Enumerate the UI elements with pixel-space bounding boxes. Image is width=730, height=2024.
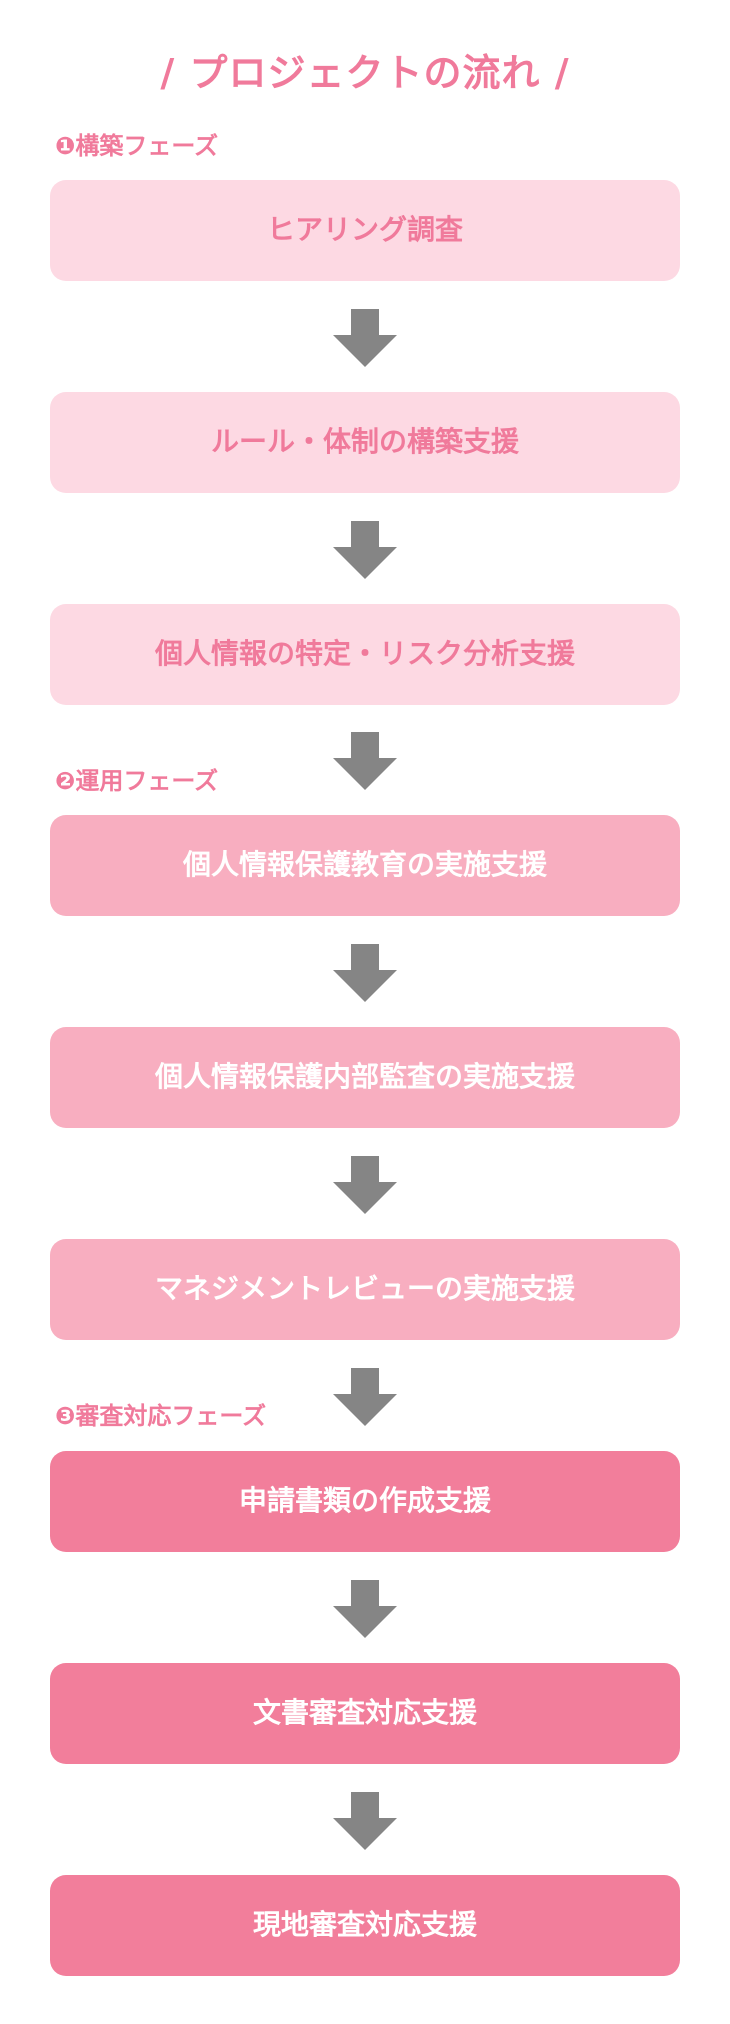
step-box: 個人情報保護教育の実施支援 <box>50 815 680 916</box>
down-arrow-icon <box>333 309 397 367</box>
phase-label-audit: ❸審査対応フェーズ <box>55 1402 267 1430</box>
step-box: 個人情報の特定・リスク分析支援 <box>50 604 680 705</box>
step-box: ルール・体制の構築支援 <box>50 392 680 493</box>
step-box: 個人情報保護内部監査の実施支援 <box>50 1027 680 1128</box>
phase-label-operation: ❷運用フェーズ <box>55 767 219 795</box>
step-box: 申請書類の作成支援 <box>50 1451 680 1552</box>
step-box: マネジメントレビューの実施支援 <box>50 1239 680 1340</box>
step-box: 現地審査対応支援 <box>50 1875 680 1976</box>
step-box: 文書審査対応支援 <box>50 1663 680 1764</box>
down-arrow-icon <box>333 1368 397 1426</box>
phase-label-build: ❶構築フェーズ <box>55 132 219 160</box>
flow-title: / プロジェクトの流れ / <box>160 51 570 95</box>
down-arrow-icon <box>333 521 397 579</box>
down-arrow-icon <box>333 944 397 1002</box>
down-arrow-icon <box>333 1792 397 1850</box>
down-arrow-icon <box>333 732 397 790</box>
down-arrow-icon <box>333 1156 397 1214</box>
down-arrow-icon <box>333 1580 397 1638</box>
step-box: ヒアリング調査 <box>50 180 680 281</box>
